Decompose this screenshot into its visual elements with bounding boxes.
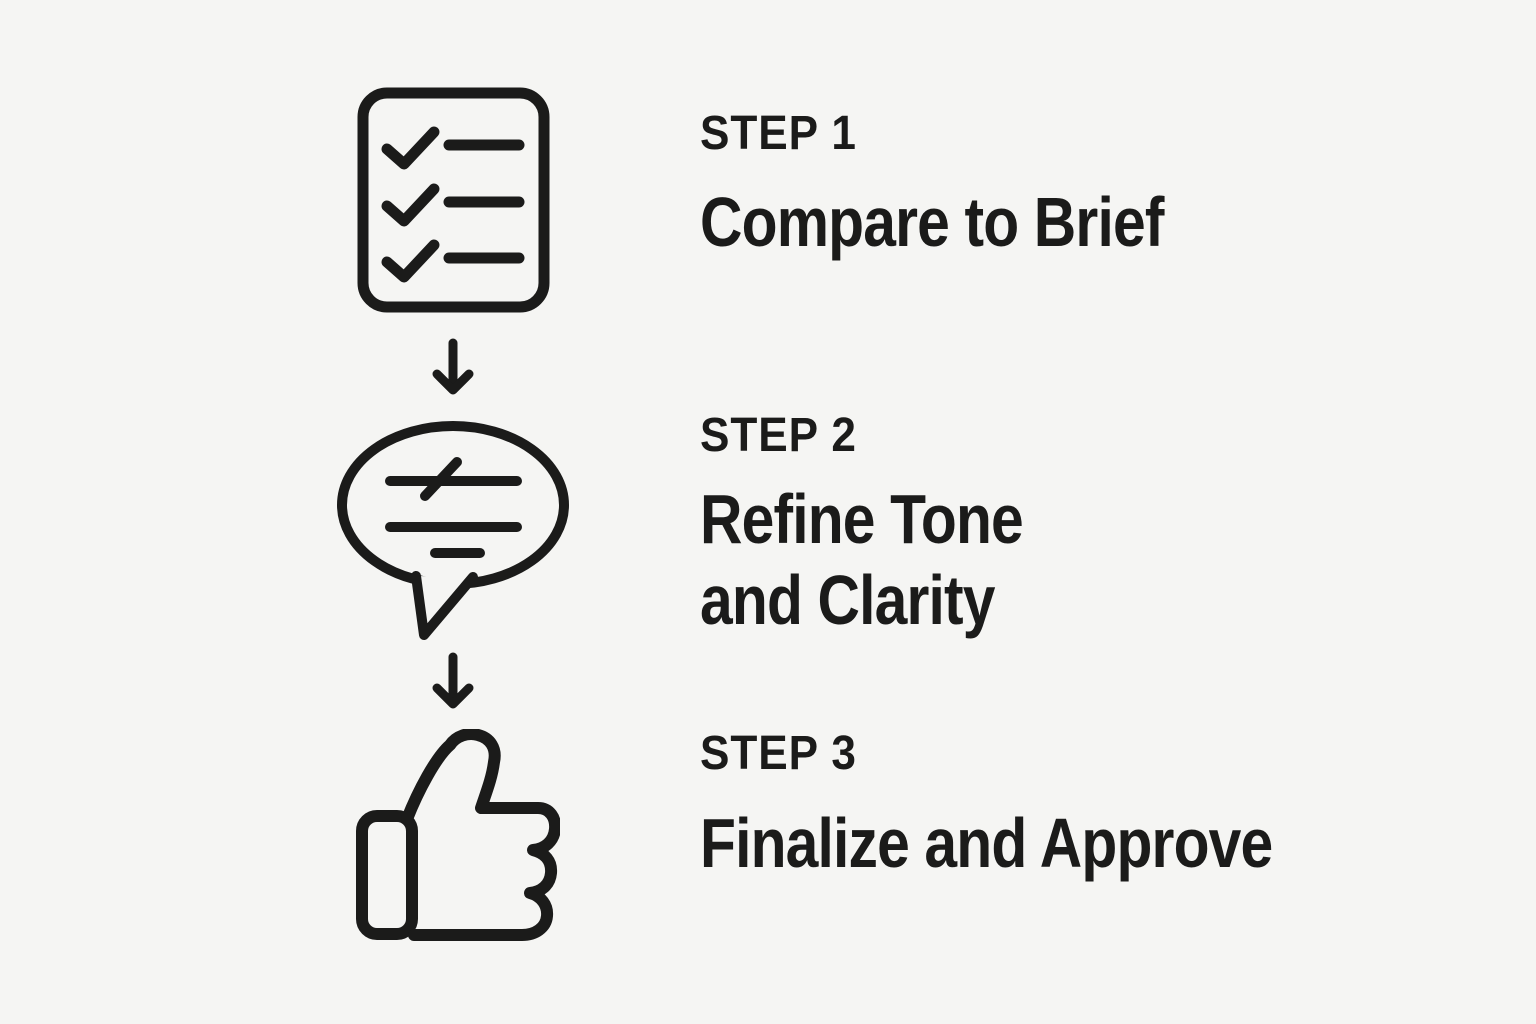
- checklist-icon: [357, 87, 550, 313]
- step-2-label: STEP 2: [700, 409, 857, 462]
- speech-bubble-icon: [337, 421, 569, 640]
- step-1-title: Compare to Brief: [700, 183, 1164, 261]
- arrow-down-icon: [432, 338, 474, 395]
- step-3-title: Finalize and Approve: [700, 804, 1273, 882]
- thumbs-up-icon: [356, 729, 560, 941]
- step-3-label: STEP 3: [700, 727, 857, 780]
- step-1-text-block: STEP 1 Compare to Brief: [700, 105, 1252, 264]
- step-3-text-block: STEP 3 Finalize and Approve: [700, 725, 1381, 885]
- arrow-down-icon: [432, 652, 474, 709]
- step-2-title-line-1: Refine Tone: [700, 480, 1024, 558]
- step-1-label: STEP 1: [700, 107, 857, 160]
- step-2-text-block: STEP 2 Refine Tone and Clarity: [700, 407, 1084, 641]
- step-2-title-line-2: and Clarity: [700, 561, 995, 639]
- step-2-title: Refine Tone and Clarity: [700, 479, 1024, 641]
